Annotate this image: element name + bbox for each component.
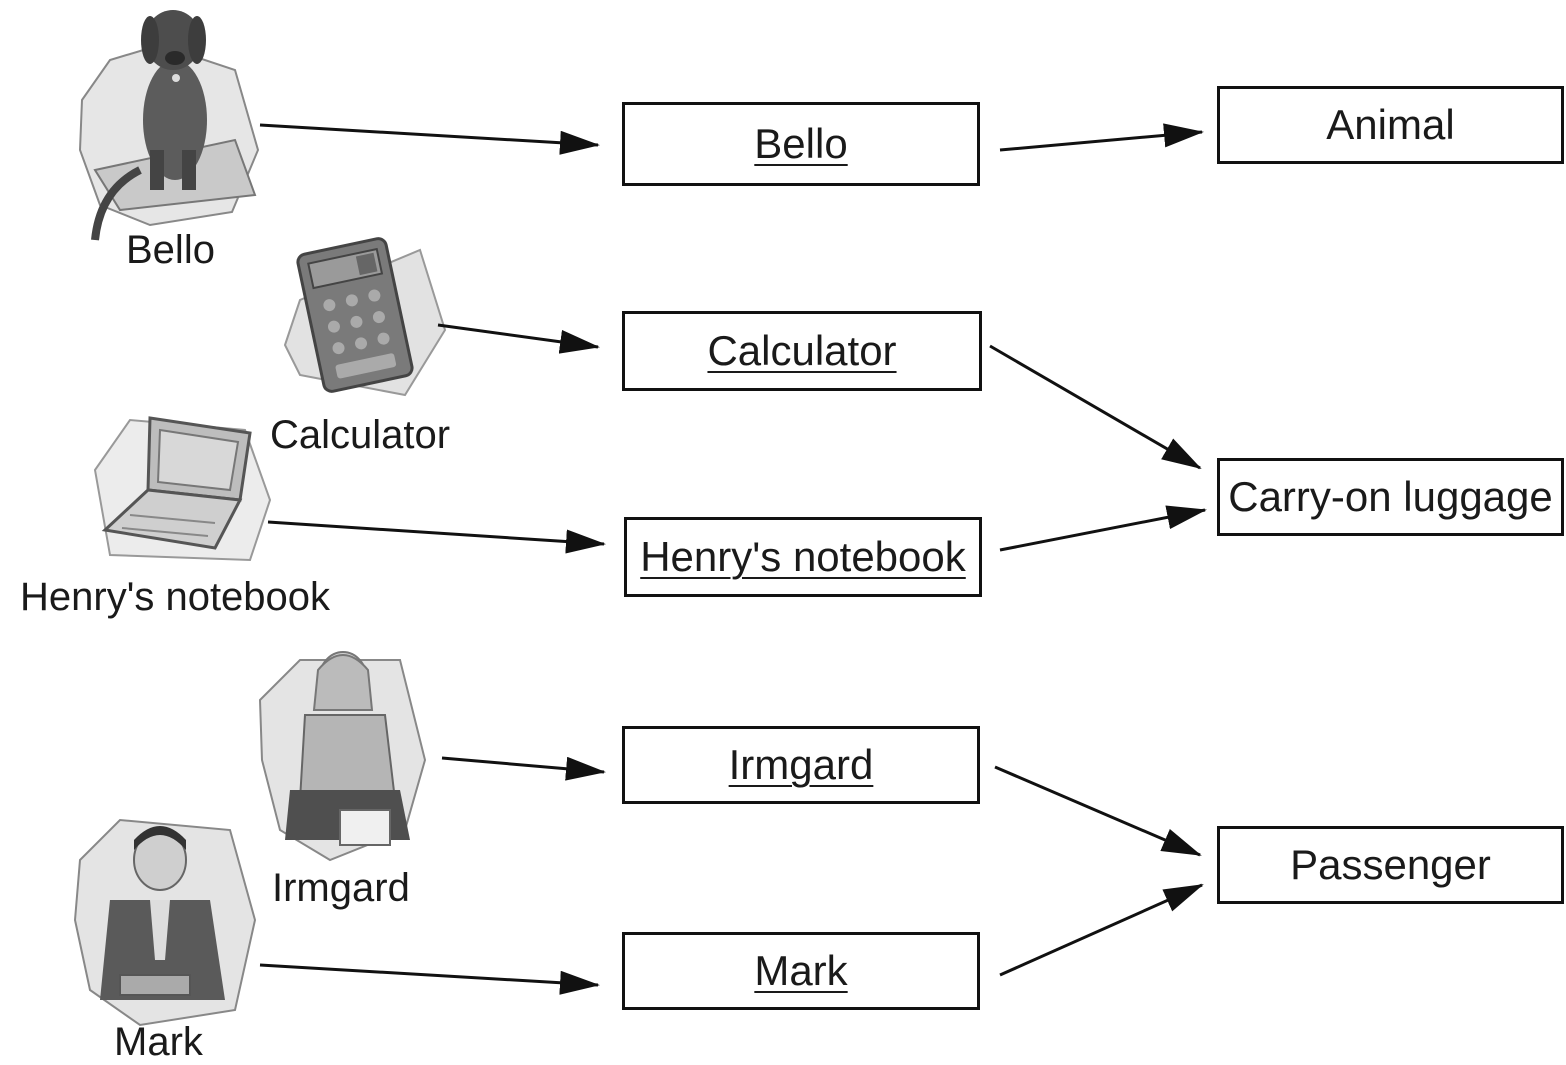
calculator-icon: [283, 237, 447, 397]
laptop-icon: [93, 416, 272, 562]
arrow-calculator-to-luggage: [989, 344, 1202, 470]
class-box-passenger: Passenger: [1217, 826, 1564, 904]
instance-label-calculator: Calculator: [707, 327, 897, 374]
instance-label-bello: Bello: [754, 120, 848, 167]
bello-caption: Bello: [126, 228, 215, 272]
arrow-notebook-to-luggage: [999, 505, 1207, 552]
arrow-notebook-to-instance: [267, 520, 606, 554]
instance-label-notebook: Henry's notebook: [640, 533, 966, 580]
class-box-animal: Animal: [1217, 86, 1564, 164]
instance-label-mark: Mark: [754, 947, 848, 994]
instance-box-calculator: Calculator: [622, 311, 982, 391]
arrow-calculator-to-instance: [437, 323, 600, 354]
arrow-mark-to-passenger: [999, 883, 1204, 977]
instance-label-irmgard: Irmgard: [728, 741, 874, 788]
instance-box-bello: Bello: [622, 102, 980, 186]
woman-icon: [258, 651, 427, 862]
mark-caption: Mark: [114, 1020, 203, 1064]
arrow-bello-to-instance: [259, 123, 600, 155]
instance-box-notebook: Henry's notebook: [624, 517, 982, 597]
calculator-caption: Calculator: [270, 413, 451, 457]
man-icon: [73, 818, 257, 1027]
instance-box-mark: Mark: [622, 932, 980, 1010]
arrow-irmgard-to-instance: [441, 756, 606, 781]
class-box-carry-on-luggage: Carry-on luggage: [1217, 458, 1564, 536]
arrow-mark-to-instance: [259, 963, 600, 995]
instance-box-irmgard: Irmgard: [622, 726, 980, 804]
class-label-passenger: Passenger: [1290, 841, 1491, 888]
irmgard-caption: Irmgard: [272, 866, 410, 910]
arrow-irmgard-to-passenger: [994, 765, 1202, 857]
arrow-bello-to-animal: [999, 123, 1204, 152]
class-label-animal: Animal: [1326, 101, 1455, 148]
class-label-carry-on-luggage: Carry-on luggage: [1228, 473, 1553, 520]
dog-icon: [78, 10, 260, 241]
notebook-caption: Henry's notebook: [20, 575, 331, 619]
